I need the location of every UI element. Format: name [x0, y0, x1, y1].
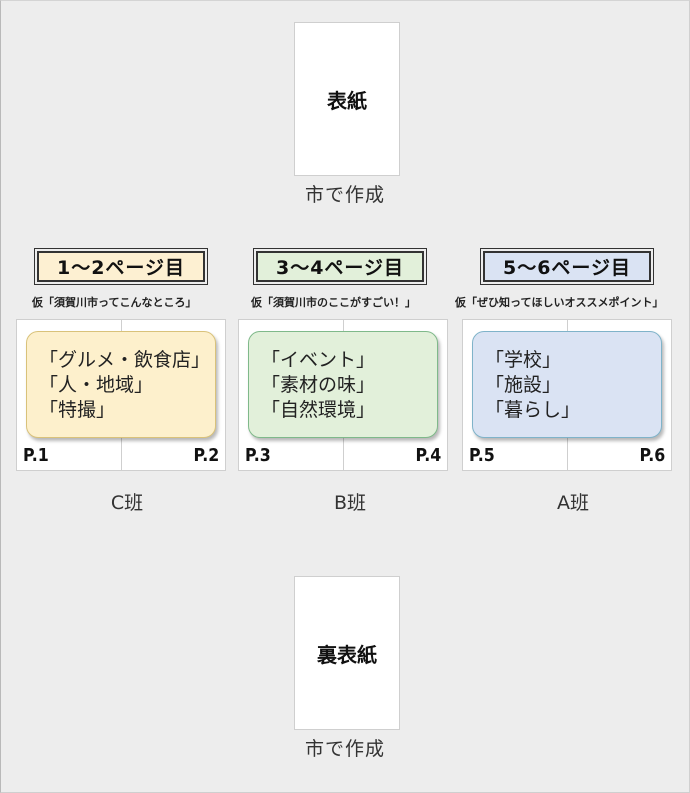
section-1-team: C班 [110, 492, 144, 514]
section-2-title: 3～4ページ目 [256, 251, 424, 282]
front-cover-page: 表紙 [294, 22, 400, 176]
front-cover-caption: 市で作成 [304, 184, 385, 206]
back-cover-label: 裏表紙 [317, 642, 377, 667]
section-2-spread: 「イベント」 「素材の味」 「自然環境」 P.3 P.4 [238, 319, 448, 471]
front-cover-label: 表紙 [327, 88, 367, 113]
topic-item: 「人・地域」 [39, 374, 154, 396]
page-label-left: P.5 [469, 445, 495, 466]
section-3-team: A班 [557, 492, 589, 514]
section-3-title-box: 5～6ページ目 [480, 248, 654, 285]
section-1-subtitle: 仮「須賀川市ってこんなところ」 [32, 296, 197, 309]
topic-item: 「自然環境」 [261, 399, 376, 421]
topic-item: 「暮らし」 [485, 399, 581, 421]
page-label-right: P.2 [193, 445, 219, 466]
section-1-title: 1～2ページ目 [37, 251, 205, 282]
section-3-spread: 「学校」 「施設」 「暮らし」 P.5 P.6 [462, 319, 672, 471]
topic-item: 「素材の味」 [261, 374, 376, 396]
section-2-team: B班 [333, 492, 367, 514]
section-3-title: 5～6ページ目 [483, 251, 651, 282]
topic-item: 「学校」 [485, 349, 562, 371]
section-1-topic-box: 「グルメ・飲食店」 「人・地域」 「特撮」 [26, 331, 216, 438]
page-label-left: P.3 [245, 445, 271, 466]
back-cover-page: 裏表紙 [294, 576, 400, 730]
section-1-title-box: 1～2ページ目 [34, 248, 208, 285]
section-3-subtitle: 仮「ぜひ知ってほしいオススメポイント」 [455, 296, 664, 309]
topic-item: 「イベント」 [261, 349, 376, 371]
section-1-spread: 「グルメ・飲食店」 「人・地域」 「特撮」 P.1 P.2 [16, 319, 226, 471]
section-2-topic-box: 「イベント」 「素材の味」 「自然環境」 [248, 331, 438, 438]
section-2-title-box: 3～4ページ目 [253, 248, 427, 285]
page-label-right: P.6 [639, 445, 665, 466]
section-3-topic-box: 「学校」 「施設」 「暮らし」 [472, 331, 662, 438]
page-label-left: P.1 [23, 445, 49, 466]
topic-item: 「特撮」 [39, 399, 116, 421]
topic-item: 「施設」 [485, 374, 562, 396]
back-cover-caption: 市で作成 [304, 738, 385, 760]
topic-item: 「グルメ・飲食店」 [39, 349, 211, 371]
section-2-subtitle: 仮「須賀川市のここがすごい！」 [251, 296, 416, 309]
page-label-right: P.4 [415, 445, 441, 466]
